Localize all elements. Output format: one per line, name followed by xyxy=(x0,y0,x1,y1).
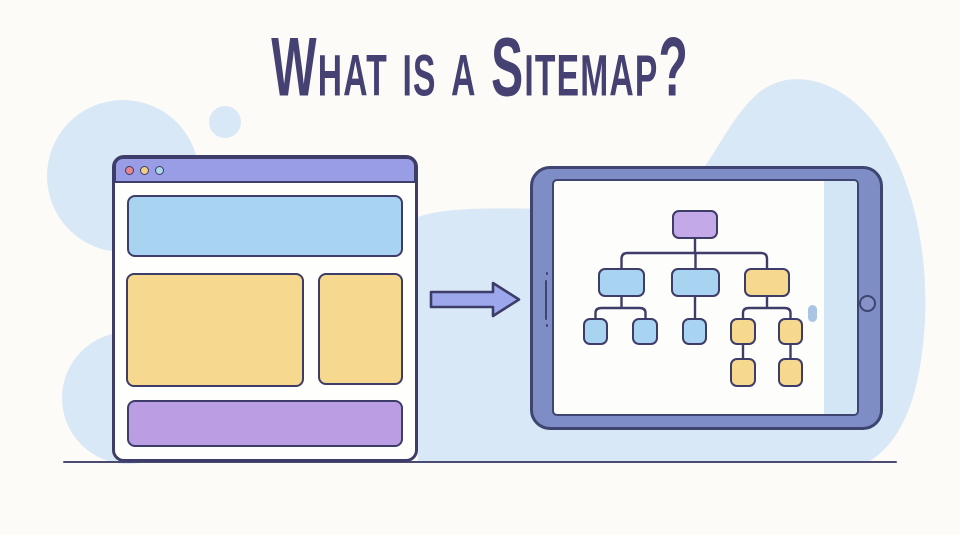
window-dot-expand xyxy=(155,165,164,175)
screen-glare xyxy=(824,181,857,414)
wireframe-block-sidebar xyxy=(318,273,403,385)
ground-line xyxy=(63,461,897,464)
browser-content xyxy=(115,183,415,459)
browser-window xyxy=(112,155,418,462)
home-button-icon xyxy=(859,295,876,312)
bezel-dot-bottom xyxy=(545,324,549,327)
page-title: What is a Sitemap? xyxy=(0,20,960,114)
speaker-line-icon xyxy=(545,280,548,320)
window-dot-close xyxy=(125,165,134,175)
tablet-screen xyxy=(552,179,859,416)
window-dot-minimize xyxy=(140,165,149,175)
arrow-shape xyxy=(429,281,521,318)
browser-title-bar xyxy=(114,157,416,183)
wireframe-block-footer xyxy=(127,400,403,447)
wireframe-block-hero-banner xyxy=(127,195,403,257)
camera-icon xyxy=(808,305,817,322)
page-title-text: What is a Sitemap? xyxy=(271,20,689,114)
bezel-dot-top xyxy=(545,272,549,275)
background-blob-circle-small xyxy=(209,106,241,138)
wireframe-block-main-content xyxy=(126,273,304,387)
arrow-right-icon xyxy=(429,281,521,318)
tablet-device xyxy=(530,166,883,430)
